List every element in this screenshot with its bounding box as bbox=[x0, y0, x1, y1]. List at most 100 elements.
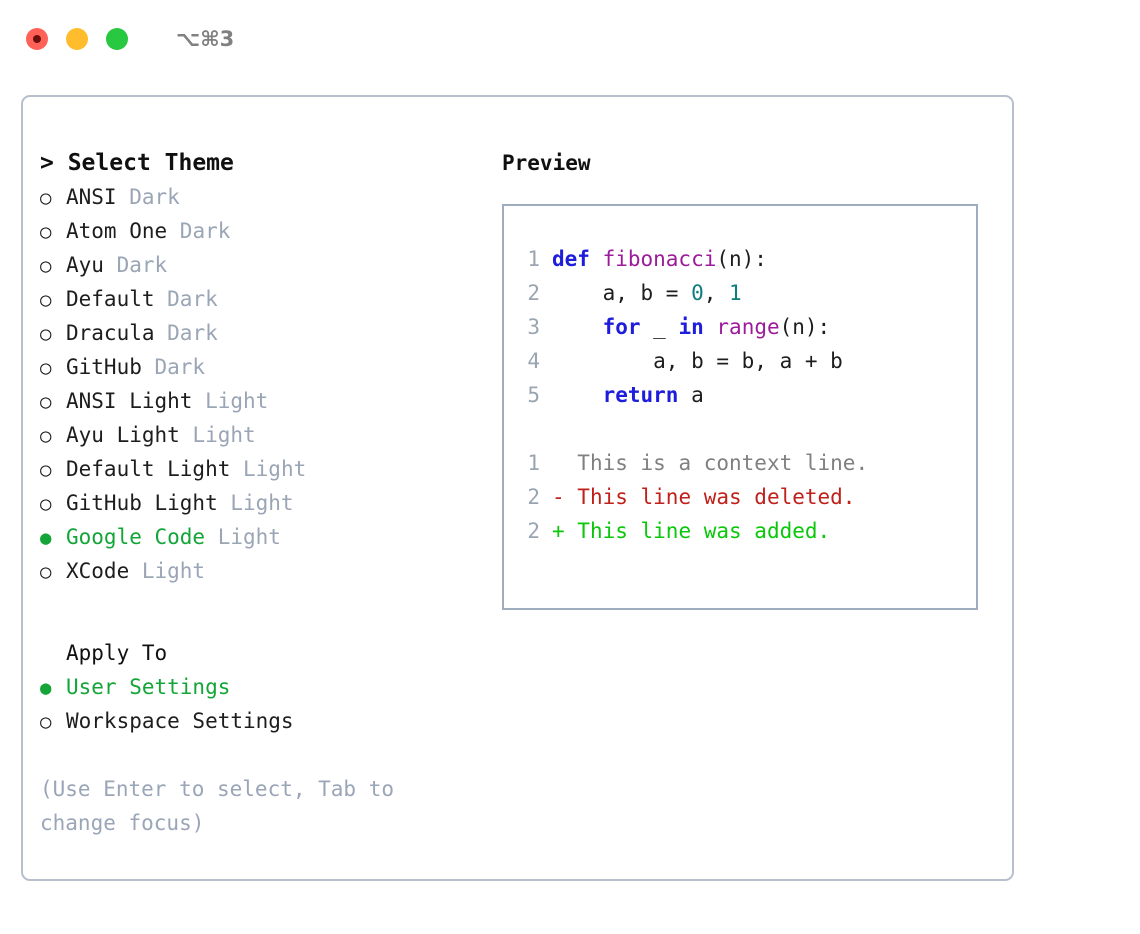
theme-list-item[interactable]: ● Google Code Light bbox=[40, 520, 488, 554]
diff-line: 2- This line was deleted. bbox=[518, 480, 976, 514]
code-line-text: def fibonacci(n): bbox=[552, 242, 767, 276]
apply-to-list: ●User Settings ○ Workspace Settings bbox=[40, 670, 488, 738]
code-token-txt: (n): bbox=[779, 315, 831, 339]
radio-unselected-icon: ○ bbox=[40, 255, 52, 277]
diff-marker bbox=[552, 446, 577, 480]
theme-name: Ayu Light bbox=[66, 423, 180, 447]
minimize-button[interactable] bbox=[66, 28, 88, 50]
theme-name: Atom One bbox=[66, 219, 168, 243]
theme-variant-badge: Light bbox=[205, 525, 281, 549]
code-token-txt: , bbox=[703, 281, 730, 305]
radio-unselected-icon: ○ bbox=[40, 711, 52, 733]
radio-unselected-icon: ○ bbox=[40, 561, 52, 583]
theme-list-item[interactable]: ○ GitHub Dark bbox=[40, 350, 488, 384]
theme-list-item[interactable]: ○ Dracula Dark bbox=[40, 316, 488, 350]
apply-to-label: Workspace Settings bbox=[66, 709, 294, 733]
code-preview-box: 1 def fibonacci(n): 2 a, b = 0, 1 3 for _ i… bbox=[502, 204, 978, 610]
main-panel: > Select Theme ○ANSI Dark○Atom One Dark○… bbox=[21, 95, 1014, 881]
theme-list-item[interactable]: ○Ayu Light Light bbox=[40, 418, 488, 452]
theme-name: Dracula bbox=[66, 321, 155, 345]
code-line-text: return a bbox=[552, 378, 704, 412]
code-token-txt: a, b = bbox=[552, 281, 692, 305]
diff-marker: - bbox=[552, 485, 578, 509]
modified-indicator-icon bbox=[33, 35, 41, 43]
prompt-caret-icon: > bbox=[40, 150, 68, 176]
code-token-kw: in bbox=[678, 315, 704, 339]
code-token-txt: a bbox=[678, 383, 704, 407]
code-line-text: a, b = b, a + b bbox=[552, 344, 843, 378]
window-controls bbox=[26, 28, 128, 50]
diff-line: 2 + This line was added. bbox=[518, 514, 976, 548]
line-number: 1 bbox=[527, 451, 540, 475]
line-number: 2 bbox=[527, 519, 540, 543]
code-diff-separator bbox=[518, 412, 976, 446]
apply-to-title: Apply To bbox=[66, 641, 168, 665]
line-number: 5 bbox=[527, 383, 540, 407]
radio-unselected-icon: ○ bbox=[40, 357, 52, 379]
theme-name: Default Light bbox=[66, 457, 231, 481]
code-line: 3 for _ in range(n): bbox=[518, 310, 976, 344]
theme-list-item[interactable]: ○ Default Light Light bbox=[40, 452, 488, 486]
theme-list-item[interactable]: ○ Atom One Dark bbox=[40, 214, 488, 248]
radio-selected-icon: ● bbox=[40, 527, 52, 549]
line-number: 3 bbox=[527, 315, 540, 339]
keyboard-hint: (Use Enter to select, Tab to change focu… bbox=[40, 777, 407, 835]
diff-line: 1 This is a context line. bbox=[518, 446, 976, 480]
line-number: 2 bbox=[527, 281, 540, 305]
apply-to-item[interactable]: ●User Settings bbox=[40, 670, 488, 704]
code-token-txt: (n): bbox=[716, 247, 767, 271]
theme-name: ANSI bbox=[66, 185, 117, 209]
theme-variant-badge: Dark bbox=[141, 355, 206, 379]
theme-variant-badge: Dark bbox=[167, 219, 231, 243]
apply-to-item[interactable]: ○ Workspace Settings bbox=[40, 704, 488, 738]
page-title: > Select Theme bbox=[40, 146, 488, 180]
radio-unselected-icon: ○ bbox=[40, 323, 52, 345]
radio-unselected-icon: ○ bbox=[40, 459, 52, 481]
theme-name: GitHub bbox=[66, 355, 142, 379]
diff-line-text: This line was added. bbox=[577, 519, 831, 543]
code-token-txt bbox=[552, 383, 603, 407]
code-token-txt: a, b = b, a + b bbox=[552, 349, 843, 373]
theme-variant-badge: Light bbox=[192, 389, 269, 413]
theme-variant-badge: Dark bbox=[103, 253, 168, 277]
theme-list-item[interactable]: ○ ANSI Light Light bbox=[40, 384, 488, 418]
radio-unselected-icon: ○ bbox=[40, 187, 52, 209]
code-token-kw: for bbox=[602, 315, 641, 339]
code-token-num: 0 bbox=[691, 281, 704, 305]
theme-variant-badge: Dark bbox=[154, 321, 218, 345]
radio-unselected-icon: ○ bbox=[40, 221, 52, 243]
close-button[interactable] bbox=[26, 28, 48, 50]
list-spacer bbox=[40, 588, 488, 636]
theme-name: Google Code bbox=[66, 525, 206, 549]
radio-unselected-icon: ○ bbox=[40, 289, 52, 311]
title-bar: ⌥⌘3 bbox=[0, 0, 1140, 78]
theme-list-item[interactable]: ○GitHub Light Light bbox=[40, 486, 488, 520]
theme-variant-badge: Dark bbox=[154, 287, 218, 311]
code-sample: 1 def fibonacci(n): 2 a, b = 0, 1 3 for _ i… bbox=[518, 242, 976, 412]
theme-selector-column: > Select Theme ○ANSI Dark○Atom One Dark○… bbox=[23, 97, 488, 879]
page-title-text: Select Theme bbox=[67, 150, 234, 176]
radio-unselected-icon: ○ bbox=[40, 391, 52, 413]
maximize-button[interactable] bbox=[106, 28, 128, 50]
theme-variant-badge: Dark bbox=[116, 185, 180, 209]
theme-list-item[interactable]: ○XCode Light bbox=[40, 554, 488, 588]
code-line: 1 def fibonacci(n): bbox=[518, 242, 976, 276]
diff-marker: + bbox=[552, 519, 578, 543]
theme-variant-badge: Light bbox=[230, 457, 307, 481]
theme-list-item[interactable]: ○Ayu Dark bbox=[40, 248, 488, 282]
line-number: 4 bbox=[527, 349, 540, 373]
theme-list-item[interactable]: ○ Default Dark bbox=[40, 282, 488, 316]
theme-name: Default bbox=[66, 287, 155, 311]
preview-title: Preview bbox=[502, 151, 591, 175]
code-token-txt bbox=[552, 315, 603, 339]
theme-list: ○ANSI Dark○Atom One Dark○Ayu Dark○Defaul… bbox=[40, 180, 488, 588]
diff-line-text: This is a context line. bbox=[577, 451, 869, 475]
hint-spacer bbox=[40, 738, 488, 772]
theme-variant-badge: Light bbox=[217, 491, 294, 515]
theme-list-item[interactable]: ○ ANSI Dark bbox=[40, 180, 488, 214]
line-number: 2 bbox=[527, 485, 540, 509]
line-number: 1 bbox=[527, 247, 540, 271]
theme-name: ANSI Light bbox=[66, 389, 193, 413]
radio-unselected-icon: ○ bbox=[40, 425, 52, 447]
